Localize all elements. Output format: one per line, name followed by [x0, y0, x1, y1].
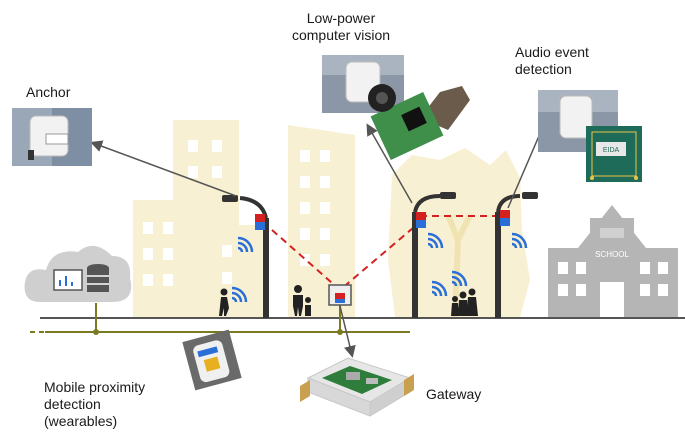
tree-trunk: [445, 213, 473, 318]
arrow-anchor: [90, 140, 237, 197]
anchor-device-photo: [12, 108, 92, 166]
arrow-gateway: [339, 305, 356, 358]
building-3: [210, 225, 265, 317]
building-4: [288, 125, 355, 317]
mobile-label: Mobile proximity detection (wearables): [44, 379, 146, 429]
school-sign: SCHOOL: [595, 250, 629, 259]
audio-label: Audio event detection: [515, 44, 589, 77]
street-lamps: [222, 192, 538, 318]
vision-camera-photo: [322, 55, 470, 161]
wifi-icon: [231, 232, 528, 303]
city-buildings: [133, 120, 530, 317]
lamp-pole-1: [222, 195, 269, 318]
cloud-server-icon: [24, 245, 132, 302]
anchor-label: Anchor: [26, 84, 71, 100]
gateway-label: Gateway: [426, 386, 482, 402]
gateway-hardware-photo: [300, 357, 414, 417]
lamp-pole-3: [495, 192, 538, 318]
pedestrian-icon: [219, 288, 229, 316]
lamp-pole-2: [412, 192, 456, 318]
vision-label: Low-power computer vision: [291, 10, 391, 43]
family-icon: [293, 285, 478, 316]
board-label: EIDA: [603, 147, 620, 154]
audio-device-photo: [538, 90, 642, 182]
arrow-vision: [366, 123, 413, 204]
wearable-tag-photo: [182, 329, 242, 391]
building-windows: [143, 140, 330, 286]
school-building-icon: [548, 205, 678, 318]
